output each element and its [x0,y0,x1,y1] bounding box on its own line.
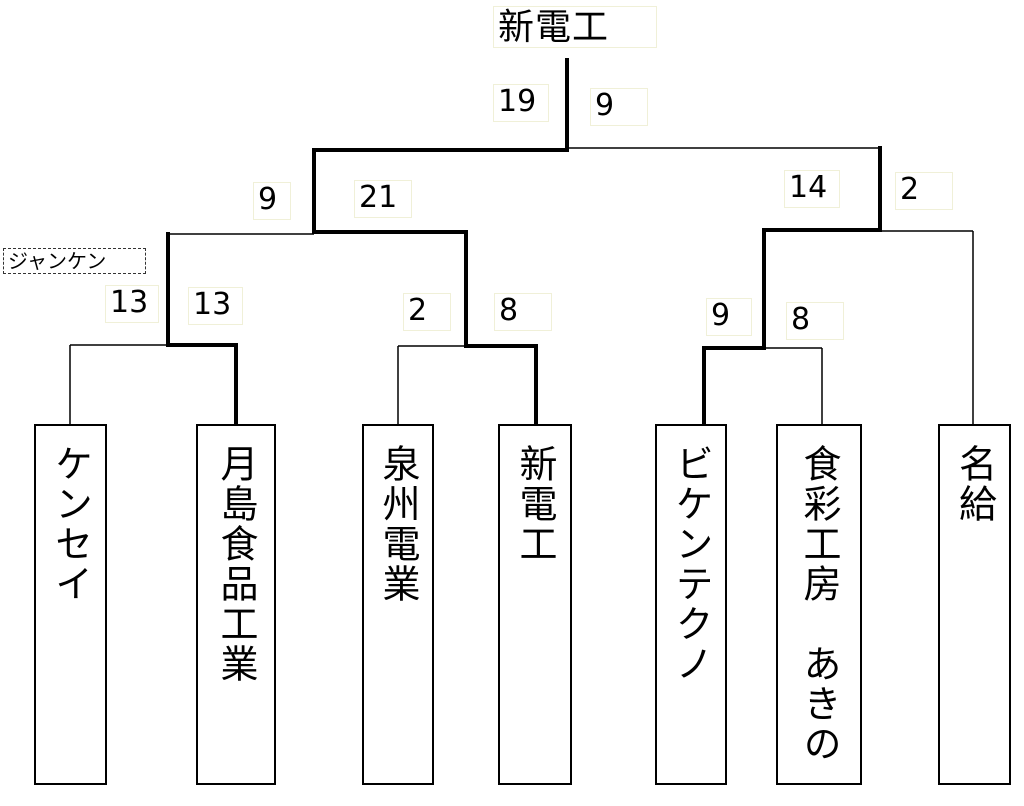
thin-lines [69,147,974,428]
team-box-senshu: 泉州電業 [362,424,434,785]
score-r1-shindenko: 8 [494,293,552,331]
team-name: ケンセイ [48,444,93,604]
team-box-kensei: ケンセイ [34,424,107,785]
score-r1-senshu: 2 [403,293,451,331]
score-r1-shokusai: 8 [786,302,844,340]
score-r2-right-a: 14 [784,170,840,208]
score-r1-tsukishima: 13 [188,287,243,325]
team-box-shokusai: 食彩工房 あきの [776,424,862,785]
winning-path [166,58,882,426]
team-name: 名給 [952,444,997,524]
team-name: 新電工 [513,444,557,564]
team-name: 食彩工房 あきの [797,444,841,764]
score-final-left: 19 [493,84,549,122]
janken-note: ジャンケン [3,248,146,274]
champion-label: 新電工 [493,6,657,48]
team-name: ビケンテクノ [669,444,713,684]
score-r2-right-b: 2 [895,172,953,210]
team-box-tsukishima: 月島食品工業 [196,424,276,785]
team-name: 泉州電業 [376,444,420,604]
score-final-right: 9 [590,88,648,126]
team-box-biken: ビケンテクノ [655,424,727,785]
team-box-shindenko: 新電工 [498,424,572,785]
score-r1-kensei: 13 [105,285,159,323]
score-r2-left-a: 9 [253,182,291,220]
score-r1-biken: 9 [706,298,752,336]
team-box-meikyu: 名給 [938,424,1011,785]
score-r2-left-b: 21 [354,180,412,218]
team-name: 月島食品工業 [214,444,258,684]
